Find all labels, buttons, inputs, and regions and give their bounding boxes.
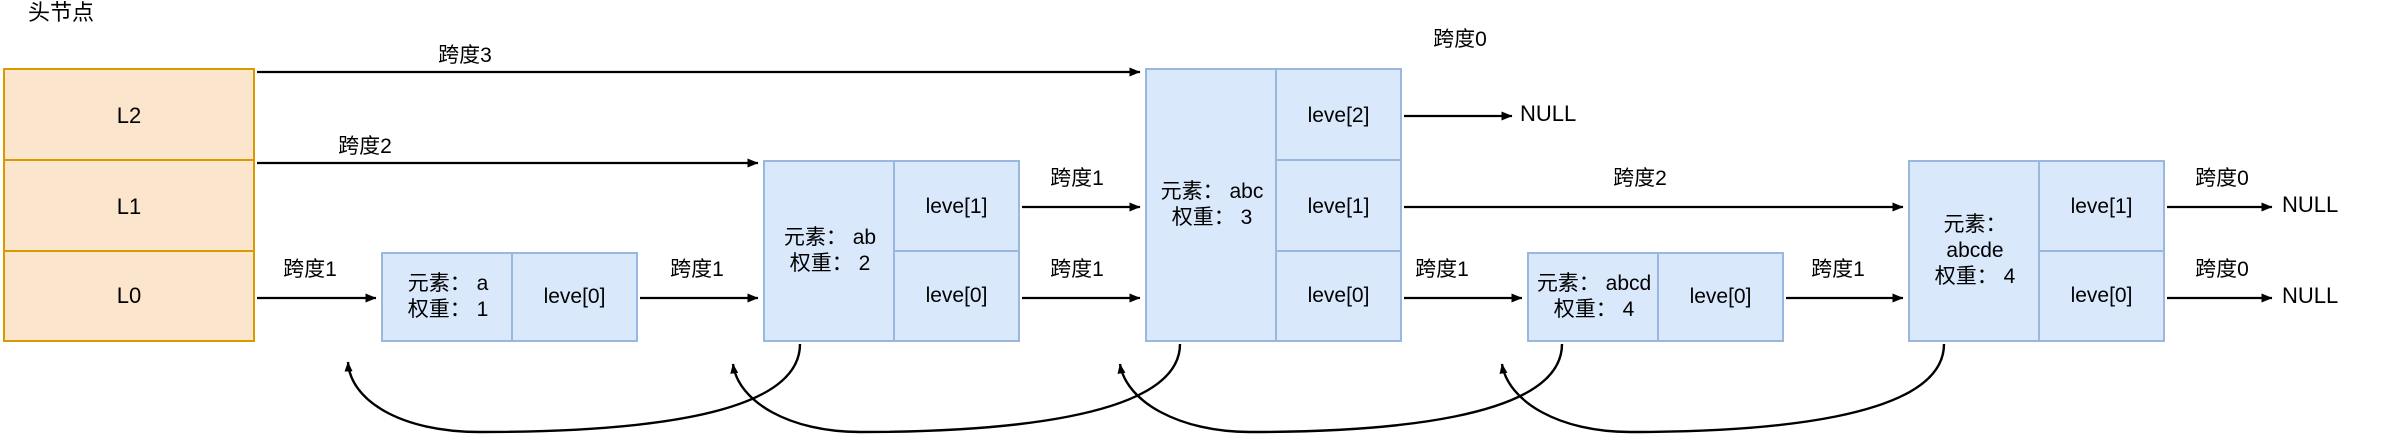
null-terminal-top: NULL <box>1520 101 1577 126</box>
node-ab-levels: leve[1] leve[0] <box>895 162 1018 340</box>
null-terminal-bottom: NULL <box>2282 283 2339 308</box>
span-label-abcde-l0: 跨度0 <box>2195 258 2249 281</box>
head-level-L0: L0 <box>116 283 142 308</box>
node-abc-level-divider-1 <box>1277 159 1400 161</box>
node-a-leve0[interactable]: leve[0] <box>543 285 606 308</box>
node-a-element: 元素： a <box>407 271 489 295</box>
span-label-head-l0: 跨度1 <box>283 258 337 281</box>
node-ab-level-divider <box>895 250 1018 252</box>
span-label-a-l0: 跨度1 <box>670 258 724 281</box>
node-ab[interactable]: 元素： ab 权重： 2 leve[1] leve[0] <box>763 160 1020 342</box>
node-abc-leve2[interactable]: leve[2] <box>1307 103 1370 127</box>
span-label-abc-l2: 跨度0 <box>1433 28 1487 51</box>
node-abc-element: 元素： abc <box>1160 179 1264 203</box>
node-abcde-vdivider <box>2038 162 2040 340</box>
node-abcd-leve0[interactable]: leve[0] <box>1689 285 1752 308</box>
span-label-abc-l1: 跨度2 <box>1613 167 1667 190</box>
head-node-title: 头节点 <box>28 0 95 25</box>
span-label-abcde-l1: 跨度0 <box>2195 167 2249 190</box>
node-abc-leve0[interactable]: leve[0] <box>1307 284 1370 307</box>
head-level-L2: L2 <box>116 102 142 128</box>
backward-abc-to-ab <box>730 343 1182 434</box>
head-level-L1: L1 <box>116 193 142 219</box>
node-ab-leve0[interactable]: leve[0] <box>925 284 988 307</box>
node-abcde-element: 元素： <box>1943 212 2007 236</box>
span-label-head-l2: 跨度3 <box>438 44 492 67</box>
node-abcd-levels: leve[0] <box>1659 254 1782 340</box>
node-abcde-level-divider <box>2040 250 2163 252</box>
node-a-vdivider <box>511 254 513 340</box>
span-label-ab-l0: 跨度1 <box>1050 258 1104 281</box>
backward-abcd-to-abc <box>1117 343 1564 434</box>
node-a-levels: leve[0] <box>513 254 636 340</box>
node-a-weight: 权重： 1 <box>407 298 489 321</box>
node-ab-leve1[interactable]: leve[1] <box>925 195 988 218</box>
node-ab-body: 元素： ab 权重： 2 <box>765 162 895 340</box>
node-abc-leve1[interactable]: leve[1] <box>1307 194 1370 218</box>
node-a[interactable]: 元素： a 权重： 1 leve[0] <box>381 252 638 342</box>
node-abcd[interactable]: 元素： abcd 权重： 4 leve[0] <box>1527 252 1784 342</box>
node-abcde-weight: 权重： 4 <box>1934 265 2016 289</box>
node-abc-levels: leve[2] leve[1] leve[0] <box>1277 70 1400 340</box>
span-label-abcd-l0: 跨度1 <box>1811 258 1865 281</box>
node-abc-vdivider <box>1275 70 1277 340</box>
span-label-head-l1: 跨度2 <box>338 135 392 158</box>
node-abcde-leve1[interactable]: leve[1] <box>2070 195 2133 218</box>
node-abcd-vdivider <box>1657 254 1659 340</box>
node-ab-vdivider <box>893 162 895 340</box>
backward-abcde-to-abcd <box>1499 343 1946 434</box>
node-abcd-body: 元素： abcd 权重： 4 <box>1529 254 1659 340</box>
head-divider-1 <box>5 159 253 161</box>
node-abc-body: 元素： abc 权重： 3 <box>1147 70 1277 340</box>
null-terminal-mid: NULL <box>2282 192 2339 217</box>
span-label-abc-l0: 跨度1 <box>1415 258 1469 281</box>
node-abcd-weight: 权重： 4 <box>1553 298 1635 321</box>
node-abcde[interactable]: 元素： abcde 权重： 4 leve[1] leve[0] <box>1908 160 2165 342</box>
node-abc-level-divider-2 <box>1277 250 1400 252</box>
head-divider-2 <box>5 250 253 252</box>
node-abcde-element-value: abcde <box>1946 238 2004 262</box>
backward-ab-to-a <box>344 343 802 434</box>
node-abcde-levels: leve[1] leve[0] <box>2040 162 2163 340</box>
head-node[interactable]: L2 L1 L0 <box>3 68 255 342</box>
node-abcde-leve0[interactable]: leve[0] <box>2070 284 2133 307</box>
node-abcde-body: 元素： abcde 权重： 4 <box>1910 162 2040 340</box>
node-ab-element: 元素： ab <box>783 225 877 249</box>
node-abc-weight: 权重： 3 <box>1171 206 1253 229</box>
node-a-body: 元素： a 权重： 1 <box>383 254 513 340</box>
span-label-ab-l1: 跨度1 <box>1050 167 1104 190</box>
node-abc[interactable]: 元素： abc 权重： 3 leve[2] leve[1] leve[0] <box>1145 68 1402 342</box>
node-ab-weight: 权重： 2 <box>789 252 871 275</box>
node-abcd-element: 元素： abcd <box>1536 271 1652 295</box>
